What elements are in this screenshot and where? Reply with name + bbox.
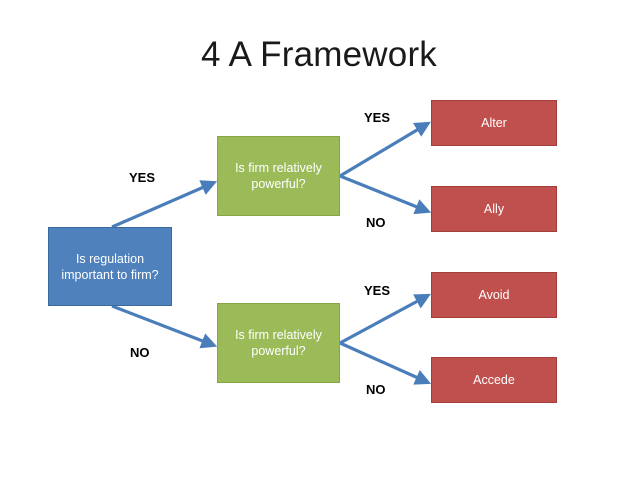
edge-label-top-yes: YES xyxy=(364,110,391,125)
connector-decision-top-to-ally xyxy=(339,174,432,215)
node-outcome-ally-label: Ally xyxy=(483,202,505,216)
edge-label-root-no: NO xyxy=(130,345,150,360)
edge-label-root-yes: YES xyxy=(129,170,156,185)
node-decision-bottom[interactable]: Is firm relatively powerful? xyxy=(217,303,340,383)
node-outcome-alter[interactable]: Alter xyxy=(431,100,557,146)
connector-decision-bottom-to-accede xyxy=(339,341,432,385)
node-decision-top-label: Is firm relatively powerful? xyxy=(235,161,322,191)
page-title: 4 A Framework xyxy=(200,35,437,74)
node-outcome-ally[interactable]: Ally xyxy=(431,186,557,232)
node-root-label: Is regulation important to firm? xyxy=(61,251,159,282)
connector-decision-top-to-alter xyxy=(339,121,431,178)
node-root-question[interactable]: Is regulation important to firm? xyxy=(48,227,172,306)
node-outcome-avoid[interactable]: Avoid xyxy=(431,272,557,318)
connector-root-to-decision-top xyxy=(111,180,218,229)
node-outcome-alter-label: Alter xyxy=(481,116,507,130)
node-outcome-accede[interactable]: Accede xyxy=(431,357,557,403)
edge-label-bottom-yes: YES xyxy=(364,283,391,298)
node-outcome-accede-label: Accede xyxy=(473,373,515,387)
connector-root-to-decision-bottom xyxy=(111,304,218,349)
edge-label-top-no: NO xyxy=(366,215,386,230)
node-outcome-avoid-label: Avoid xyxy=(478,288,510,302)
connector-decision-bottom-to-avoid xyxy=(339,293,431,345)
edge-label-bottom-no: NO xyxy=(366,382,386,397)
node-decision-bottom-label: Is firm relatively powerful? xyxy=(235,328,322,358)
node-decision-top[interactable]: Is firm relatively powerful? xyxy=(217,136,340,216)
